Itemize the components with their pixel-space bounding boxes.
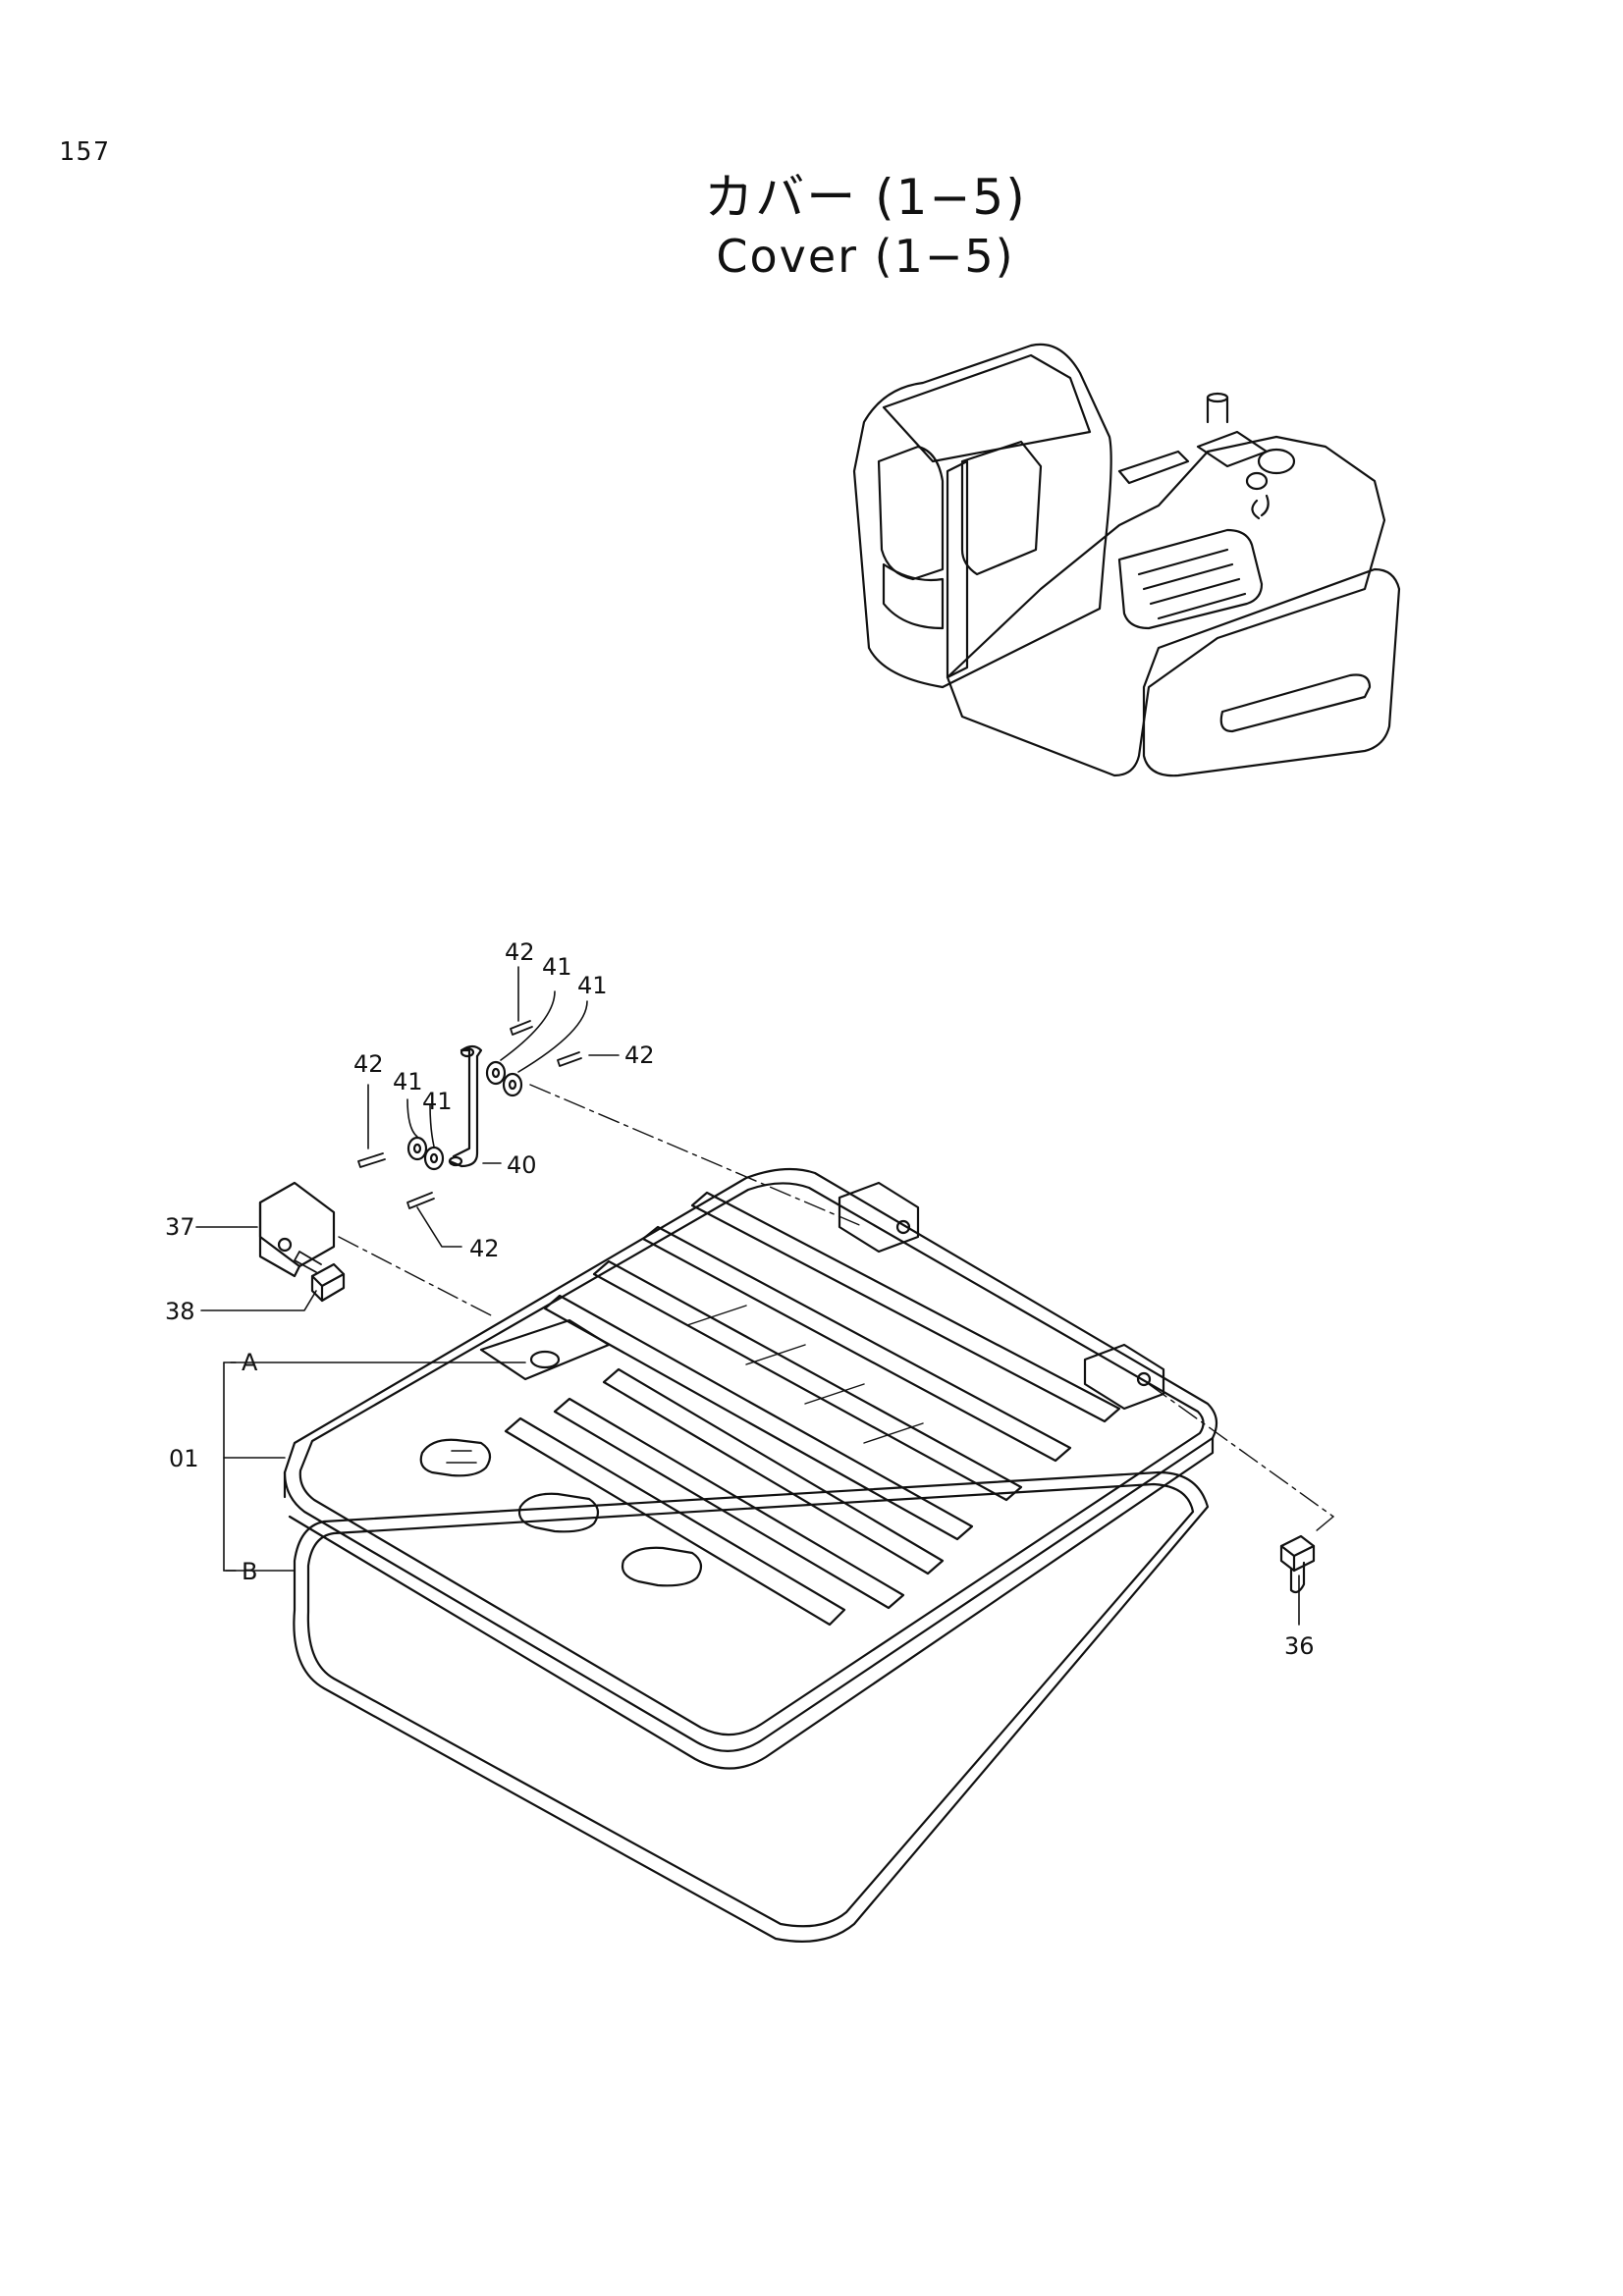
rib-6 [553, 1397, 905, 1610]
callout-41-top-2: 41 [577, 972, 608, 999]
callout-36: 36 [1284, 1632, 1315, 1660]
rib-5 [602, 1367, 945, 1575]
callout-labels: 42 41 41 42 42 41 41 40 37 42 38 A 01 B … [165, 938, 1315, 1660]
page-number: 157 [59, 137, 111, 167]
rib-2 [641, 1225, 1072, 1463]
counterweight-slot [1219, 673, 1372, 733]
callout-a: A [242, 1349, 258, 1376]
washers-41 [406, 1060, 523, 1171]
cab-door-frame [946, 459, 969, 679]
inspection-cover-highlight [1117, 528, 1264, 630]
title-japanese: カバー (1−5) [704, 169, 1027, 226]
slot-1 [419, 1438, 492, 1477]
cover-plate-outline [283, 1167, 1218, 1752]
bolt-38 [294, 1251, 346, 1303]
lock-block-37 [258, 1181, 336, 1278]
cover-plate-edge [283, 1436, 1215, 1770]
leader-lines [195, 966, 1300, 1626]
machine-overview-illustration [852, 343, 1401, 777]
callout-01: 01 [169, 1445, 199, 1472]
seal-inner [306, 1482, 1195, 1928]
callout-42-bottom: 42 [469, 1235, 500, 1262]
bolt-36 [1279, 1534, 1316, 1594]
hood-box [1196, 430, 1269, 468]
callout-42-right: 42 [624, 1041, 655, 1069]
hinge-bracket-1 [838, 1181, 920, 1254]
callout-40: 40 [507, 1151, 537, 1179]
cover-plate-rim [298, 1182, 1205, 1736]
pins-42 [357, 1020, 582, 1209]
title-english: Cover (1−5) [716, 230, 1015, 283]
body-outline [946, 435, 1386, 777]
slot-2 [517, 1492, 600, 1533]
callout-42-top: 42 [505, 938, 535, 966]
seal-outer [293, 1470, 1210, 1943]
cab-window-right [960, 440, 1043, 576]
rib-4 [543, 1294, 974, 1541]
callout-41-left-1: 41 [393, 1068, 423, 1095]
exhaust-pipe [1206, 396, 1229, 424]
recess-a [479, 1318, 611, 1381]
rib-7 [504, 1416, 846, 1627]
cab-outline [852, 343, 1112, 689]
cover-assembly [283, 1167, 1218, 1943]
rib-3 [592, 1259, 1023, 1502]
callout-41-top-1: 41 [542, 953, 572, 981]
callout-37: 37 [165, 1213, 195, 1241]
callout-42-left: 42 [353, 1050, 384, 1078]
counterweight [1142, 567, 1401, 777]
filler-cap [1257, 448, 1296, 475]
slot-3 [621, 1546, 703, 1587]
cab-window-left [877, 445, 945, 581]
cab-roof-line [882, 353, 1092, 463]
callout-38: 38 [165, 1298, 195, 1325]
handrail [1117, 450, 1190, 485]
centre-lines [338, 1084, 1334, 1532]
callout-b: B [242, 1558, 257, 1585]
rib-1 [690, 1191, 1121, 1423]
callout-41-left-2: 41 [422, 1088, 453, 1115]
cab-lower-window [882, 562, 945, 630]
rod-40 [448, 1044, 483, 1168]
title-block: カバー (1−5) Cover (1−5) [0, 167, 1623, 285]
